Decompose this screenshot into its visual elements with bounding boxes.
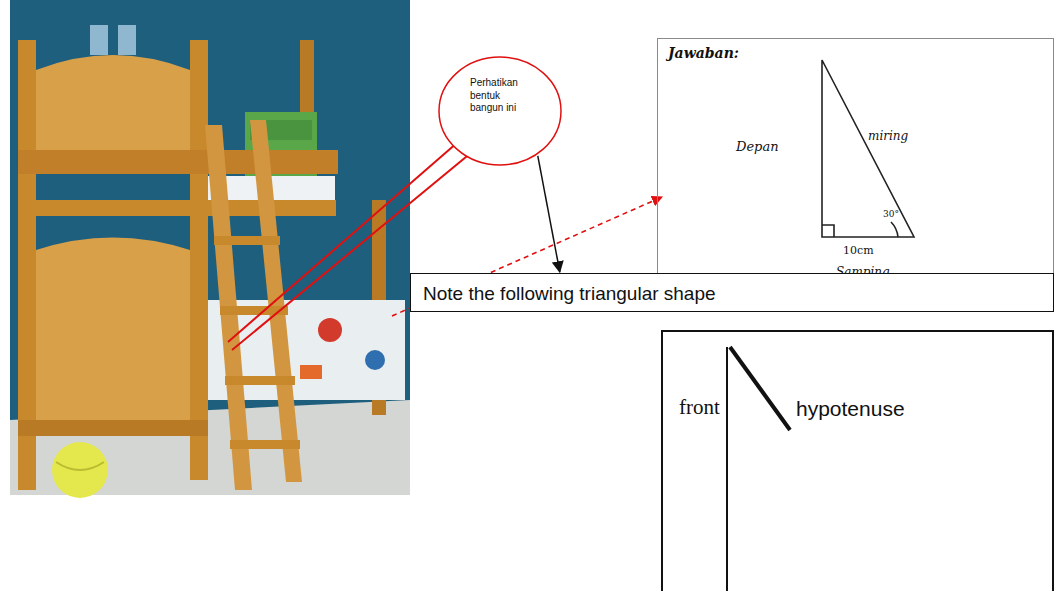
answer-triangle: [822, 60, 914, 237]
triangle-fragment: [727, 347, 790, 591]
leader-line: [228, 142, 458, 342]
node-text: 10cm: [843, 244, 874, 258]
leader-line: [232, 152, 472, 350]
node-text: 30°: [883, 209, 899, 220]
node-text: hypotenuse: [796, 396, 905, 422]
note-box: Note the following triangular shape: [410, 273, 1054, 312]
node-text: front: [679, 394, 720, 420]
node-text: Perhatikan bentuk bangun ini: [470, 77, 530, 115]
node-text: miring: [868, 129, 908, 144]
triangle-box: front hypotenuse: [661, 330, 1054, 591]
node-text: Note the following triangular shape: [423, 282, 716, 306]
speech-bubble: Perhatikan bentuk bangun ini: [437, 55, 563, 167]
node-text: Depan: [736, 139, 779, 155]
answer-box: Jawaban:Depanmiring30°10cmSamping: [657, 38, 1054, 302]
node-text: Jawaban:: [668, 45, 739, 63]
connector-arrow: [538, 156, 560, 272]
bunk-bed-photo: [10, 0, 410, 498]
